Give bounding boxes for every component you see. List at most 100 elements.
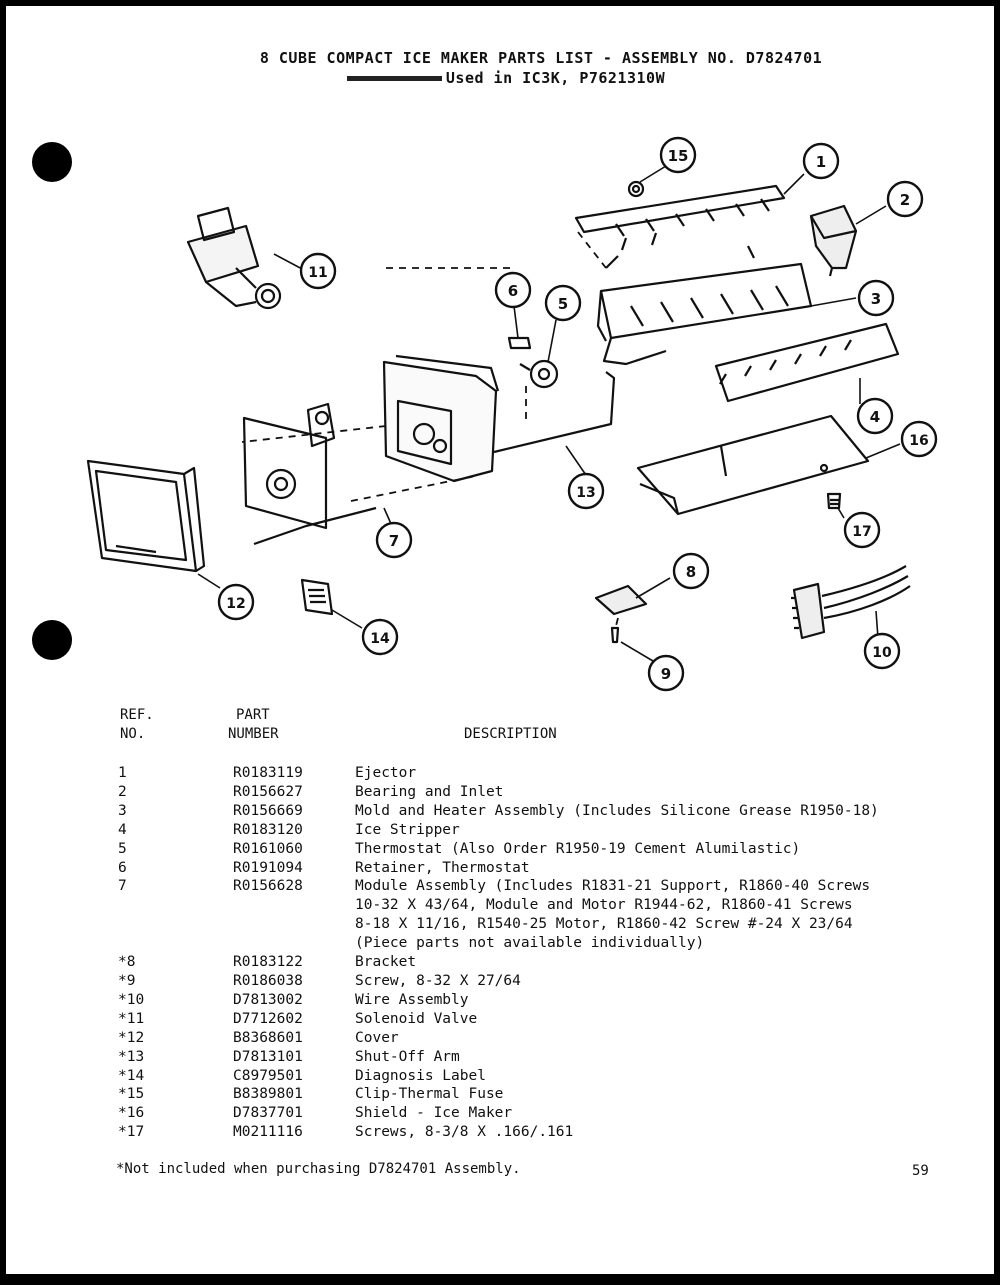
callout-5: 5	[544, 284, 582, 322]
part-number-cell: R0183122	[233, 954, 303, 971]
callout-3: 3	[857, 279, 895, 317]
svg-text:1: 1	[816, 153, 826, 171]
table-row: *11 D7712602 Solenoid Valve	[118, 1010, 978, 1029]
ref-no-cell: 3	[118, 802, 127, 819]
part-number-cell	[233, 896, 355, 915]
part-number-cell: R0183119	[233, 765, 303, 781]
callout-17: 17	[843, 511, 881, 549]
binder-hole-top	[32, 142, 72, 182]
svg-text:15: 15	[668, 147, 689, 165]
svg-text:16: 16	[909, 433, 928, 449]
ref-no-cell: 6	[118, 859, 127, 876]
ref-no-cell: *9	[118, 972, 136, 989]
part-number-cell	[233, 934, 355, 953]
exploded-parts-diagram: 15 1 2 3 4 5 6 11 13 7 16 17 8 9 10 12 1…	[86, 136, 938, 692]
callout-11: 11	[299, 252, 337, 290]
callout-12: 12	[217, 583, 255, 621]
description-cell: Thermostat (Also Order R1950-19 Cement A…	[355, 840, 801, 857]
ref-no-cell: 4	[118, 821, 127, 838]
part-number-cell: R0156628	[233, 878, 303, 895]
svg-text:8: 8	[686, 563, 696, 581]
part-number-cell: R0186038	[233, 972, 303, 989]
ref-no-cell: *11	[118, 1010, 145, 1027]
description-cell: Ice Stripper	[355, 821, 460, 838]
description-cell: 8-18 X 11/16, R1540-25 Motor, R1860-42 S…	[355, 916, 853, 933]
diagnosis-label-part	[300, 578, 334, 616]
part-number-cell: D7712602	[233, 1010, 303, 1027]
ref-no-cell: 1	[118, 765, 127, 781]
svg-text:3: 3	[871, 290, 881, 308]
thermostat-retainer-part	[507, 336, 532, 350]
mold-and-heater-part	[596, 245, 813, 366]
bracket-part	[594, 584, 648, 616]
table-row: *9 R0186038 Screw, 8-32 X 27/64	[118, 972, 978, 991]
description-cell: Shield - Ice Maker	[355, 1105, 513, 1122]
clip-thermal-fuse-part	[627, 180, 645, 198]
solenoid-valve-part	[186, 206, 282, 310]
svg-text:9: 9	[661, 665, 671, 683]
header-description: DESCRIPTION	[464, 726, 557, 742]
description-cell: (Piece parts not available individually)	[355, 935, 705, 952]
ref-no-cell: *16	[118, 1105, 145, 1122]
ref-no-cell: 5	[118, 840, 127, 857]
module-housing-part	[382, 354, 500, 483]
page-title: 8 CUBE COMPACT ICE MAKER PARTS LIST - AS…	[259, 49, 823, 67]
description-cell: Retainer, Thermostat	[355, 859, 530, 876]
ref-no-cell	[118, 915, 233, 934]
ref-no-cell	[118, 896, 233, 915]
description-cell: Bearing and Inlet	[355, 783, 504, 800]
callout-1: 1	[802, 142, 840, 180]
description-cell: 10-32 X 43/64, Module and Motor R1944-62…	[355, 897, 853, 914]
callout-10: 10	[863, 632, 901, 670]
description-cell: Mold and Heater Assembly (Includes Silic…	[355, 802, 879, 819]
ref-no-cell: *8	[118, 954, 136, 971]
ref-no-cell: *10	[118, 991, 145, 1008]
thermostat-part	[519, 359, 559, 389]
callout-6: 6	[494, 271, 532, 309]
ref-no-cell: *14	[118, 1067, 145, 1084]
part-number-cell	[233, 915, 355, 934]
svg-text:12: 12	[226, 596, 245, 612]
description-cell: Diagnosis Label	[355, 1067, 486, 1084]
svg-text:14: 14	[370, 631, 390, 647]
bearing-and-inlet-part	[809, 204, 858, 277]
cover-part	[86, 459, 206, 573]
description-cell: Wire Assembly	[355, 991, 469, 1008]
callout-14: 14	[361, 618, 399, 656]
table-row: 4 R0183120 Ice Stripper	[118, 821, 978, 840]
ejector-part	[574, 184, 786, 251]
svg-text:4: 4	[870, 408, 880, 426]
description-cell: Solenoid Valve	[355, 1010, 478, 1027]
part-number-cell: D7813101	[233, 1048, 303, 1065]
svg-text:13: 13	[576, 485, 595, 501]
ref-no-cell	[118, 934, 233, 953]
description-cell: Module Assembly (Includes R1831-21 Suppo…	[355, 878, 871, 895]
shield-screw-part	[826, 492, 842, 510]
part-number-cell: R0183120	[233, 821, 303, 838]
shut-off-arm-part	[493, 371, 616, 454]
part-number-cell: R0156669	[233, 802, 303, 819]
callout-4: 4	[856, 397, 894, 435]
page-subtitle: Used in IC3K, P7621310W	[6, 69, 994, 87]
ref-no-cell: *17	[118, 1124, 145, 1141]
table-row-continuation: 10-32 X 43/64, Module and Motor R1944-62…	[118, 896, 978, 915]
callout-8: 8	[672, 552, 710, 590]
ice-stripper-part	[714, 322, 900, 403]
binder-hole-bottom	[32, 620, 72, 660]
description-cell: Ejector	[355, 765, 417, 781]
svg-text:11: 11	[308, 265, 327, 281]
svg-text:10: 10	[872, 645, 892, 661]
callout-15: 15	[659, 136, 697, 174]
description-cell: Screw, 8-32 X 27/64	[355, 972, 521, 989]
svg-text:17: 17	[852, 524, 871, 540]
svg-text:5: 5	[558, 295, 568, 313]
callout-13: 13	[567, 472, 605, 510]
